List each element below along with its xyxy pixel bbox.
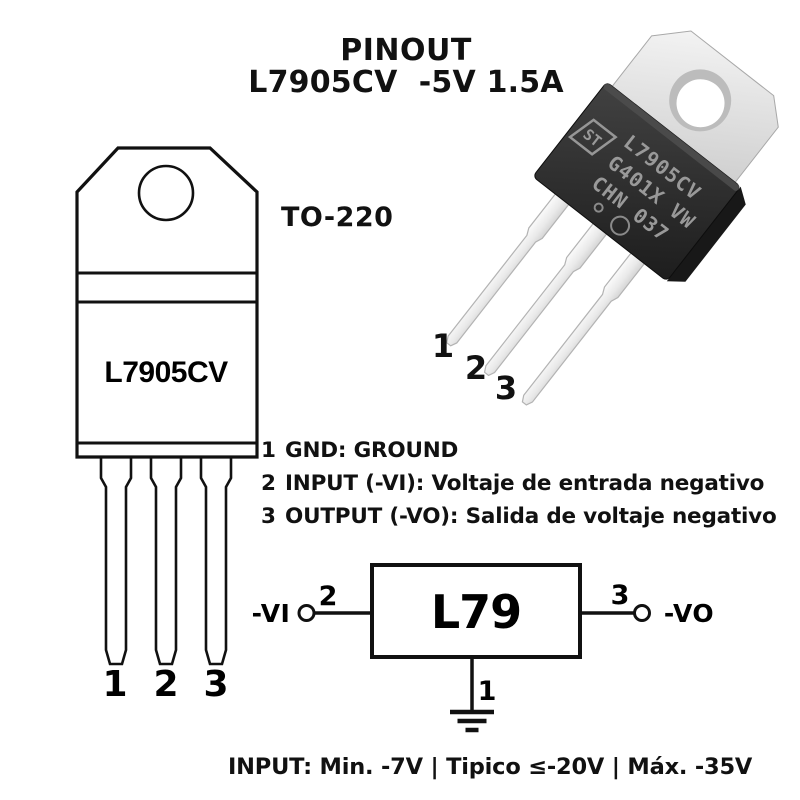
part-subtitle: L7905CV -5V 1.5A xyxy=(248,65,564,100)
tab-hole xyxy=(676,79,725,128)
component-photo: ST L7905CV G401X VW CHN 037 1 2 3 xyxy=(432,30,779,407)
schematic-input-net-label: -VI xyxy=(252,599,291,628)
photo-pin-3 xyxy=(521,246,650,406)
regulator-box-label: L79 xyxy=(431,585,521,639)
photo-pin-2-label: 2 xyxy=(465,349,487,387)
schematic-output-pin-number: 3 xyxy=(611,580,630,611)
ic-body xyxy=(534,83,740,280)
date-stamp-mark xyxy=(610,215,631,236)
application-schematic: -VI 2 L79 3 -VO 1 xyxy=(252,563,714,733)
ic-photo-rotated-group: ST L7905CV G401X VW CHN 037 xyxy=(446,30,779,406)
pin-descriptions: 1 GND: GROUND 2 INPUT (-VI): Voltaje de … xyxy=(261,438,800,529)
schematic-output-net-label: -VO xyxy=(664,599,714,628)
regulator-box xyxy=(370,563,582,659)
photo-pin-2 xyxy=(483,217,612,377)
to220-outline-drawing: L7905CV 1 2 3 xyxy=(75,146,259,705)
pin-1-leg xyxy=(99,455,133,666)
drawing-part-number: L7905CV xyxy=(104,356,228,389)
st-logo xyxy=(567,118,618,156)
input-voltage-note: INPUT: Min. -7V | Tipico ≤-20V | Máx. -3… xyxy=(228,754,753,780)
pin-3-description: 3 OUTPUT (-VO): Salida de voltaje negati… xyxy=(261,504,800,529)
drawing-pin-1-label: 1 xyxy=(102,664,127,705)
photo-pin-1-label: 1 xyxy=(432,327,454,365)
pin-3-leg xyxy=(199,455,233,666)
package-type-label: TO-220 xyxy=(281,202,394,233)
schematic-ground-pin-number: 1 xyxy=(478,676,497,707)
mounting-hole xyxy=(137,164,195,222)
page-title: PINOUT xyxy=(340,33,472,68)
pin-3-number: 3 xyxy=(261,504,276,529)
package-outline xyxy=(75,146,259,459)
pin-1-number: 1 xyxy=(261,438,276,463)
output-terminal xyxy=(633,604,651,622)
pin-2-description: 2 INPUT (-VI): Voltaje de entrada negati… xyxy=(261,471,800,496)
body-top-bevel xyxy=(603,83,740,191)
schematic-input-pin-number: 2 xyxy=(319,581,338,612)
pin-2-leg xyxy=(149,455,183,666)
drawing-pin-3-label: 3 xyxy=(203,664,228,705)
drawing-pin-2-label: 2 xyxy=(153,664,178,705)
pin-2-number: 2 xyxy=(261,471,276,496)
pin-1-description: 1 GND: GROUND xyxy=(261,438,800,463)
pin-2-text: INPUT (-VI): Voltaje de entrada negativo xyxy=(285,471,765,496)
photo-pin-1 xyxy=(446,187,574,347)
input-terminal xyxy=(297,604,316,622)
ground-symbol xyxy=(450,709,494,733)
body-side-face xyxy=(666,186,746,282)
pin-3-text: OUTPUT (-VO): Salida de voltaje negativo xyxy=(285,504,777,529)
photo-pin-3-label: 3 xyxy=(495,369,517,407)
pin-1-text: GND: GROUND xyxy=(285,438,459,463)
date-stamp-dot xyxy=(593,202,604,213)
